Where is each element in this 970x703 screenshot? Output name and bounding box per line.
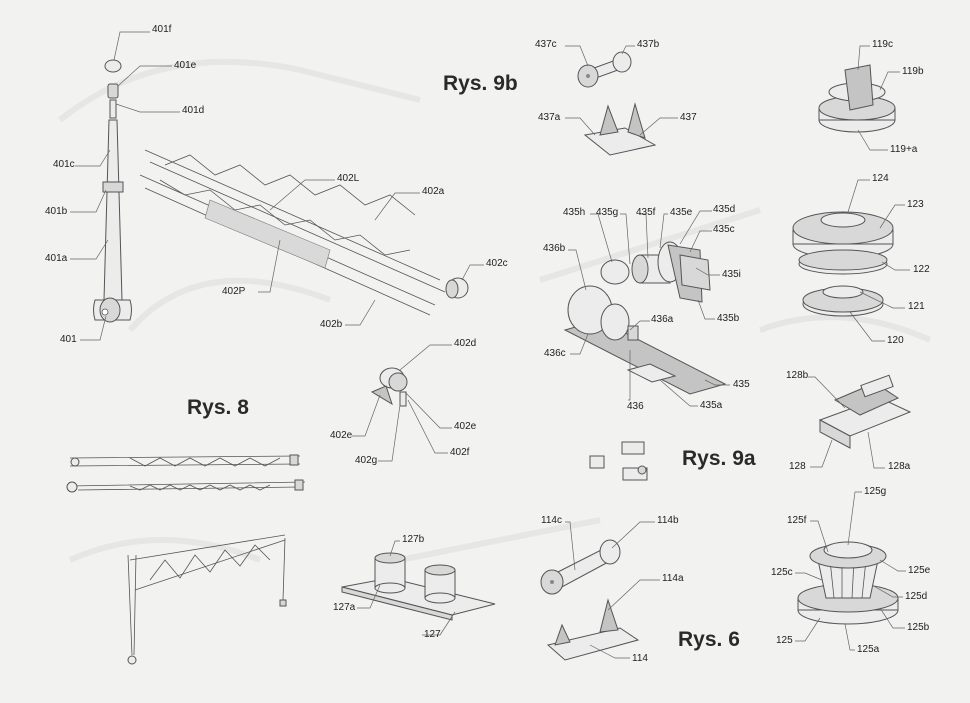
crane-assembly — [127, 534, 287, 665]
label-402e-right: 402e — [454, 421, 477, 432]
figure-title-rys-9a: Rys. 9a — [682, 447, 756, 470]
label-402a: 402a — [422, 186, 445, 197]
label-435h: 435h — [563, 207, 586, 218]
label-435i: 435i — [722, 269, 741, 280]
label-402b: 402b — [320, 319, 343, 330]
part-437-stand — [583, 102, 657, 156]
label-435: 435 — [733, 379, 750, 390]
label-437: 437 — [680, 112, 697, 123]
label-119-a: 119+a — [890, 144, 918, 155]
figure-title-rys-9b: Rys. 9b — [443, 72, 518, 95]
label-114c: 114c — [541, 515, 562, 526]
part-114-drum — [540, 539, 621, 595]
label-401f: 401f — [152, 24, 172, 35]
label-125c: 125c — [771, 567, 793, 578]
label-125b: 125b — [907, 622, 930, 633]
label-114: 114 — [632, 653, 648, 664]
label-402f: 402f — [450, 447, 470, 458]
part-120-121-discs — [802, 285, 884, 317]
label-435b: 435b — [717, 313, 740, 324]
label-437a: 437a — [538, 112, 561, 123]
part-402-jib — [139, 149, 469, 316]
label-114a: 114a — [662, 573, 684, 584]
label-401c: 401c — [53, 159, 75, 170]
label-119c: 119c — [872, 39, 893, 50]
label-127b: 127b — [402, 534, 425, 545]
label-125: 125 — [776, 635, 793, 646]
label-401e: 401e — [174, 60, 197, 71]
label-436: 436 — [627, 401, 644, 412]
label-128b: 128b — [786, 370, 809, 381]
label-435c: 435c — [713, 224, 735, 235]
label-402g: 402g — [355, 455, 378, 466]
label-435e: 435e — [670, 207, 693, 218]
label-402L: 402L — [337, 173, 360, 184]
part-123-124-discs — [792, 211, 894, 259]
part-402-pulley — [370, 367, 408, 407]
label-401b: 401b — [45, 206, 68, 217]
label-401: 401 — [60, 334, 77, 345]
label-436c: 436c — [544, 348, 566, 359]
label-127a: 127a — [333, 602, 356, 613]
figure-title-rys-6: Rys. 6 — [678, 628, 740, 651]
label-402c: 402c — [486, 258, 508, 269]
part-114-stand — [546, 598, 640, 661]
label-123: 123 — [907, 199, 924, 210]
leader-lines — [70, 31, 910, 659]
label-114b: 114b — [657, 515, 679, 526]
label-121: 121 — [908, 301, 925, 312]
label-436a: 436a — [651, 314, 674, 325]
figure-title-rys-8: Rys. 8 — [187, 396, 249, 419]
label-402e-left: 402e — [330, 430, 353, 441]
rys8-side-trusses — [66, 454, 306, 493]
label-435d: 435d — [713, 204, 736, 215]
part-437-drum — [577, 51, 632, 88]
part-125-capstan — [797, 541, 899, 625]
label-124: 124 — [872, 173, 889, 184]
label-402P: 402P — [222, 286, 246, 297]
part-436-base — [563, 285, 727, 395]
label-125d: 125d — [905, 591, 928, 602]
label-437c: 437c — [535, 39, 557, 50]
label-120: 120 — [887, 335, 904, 346]
label-128a: 128a — [888, 461, 911, 472]
label-125g: 125g — [864, 486, 887, 497]
label-122: 122 — [913, 264, 930, 275]
label-402d: 402d — [454, 338, 477, 349]
part-435-winch — [600, 241, 711, 303]
label-436b: 436b — [543, 243, 566, 254]
label-437b: 437b — [637, 39, 660, 50]
label-119b: 119b — [902, 66, 924, 77]
part-119-cap — [818, 64, 896, 133]
label-435g: 435g — [596, 207, 619, 218]
small-clamps — [589, 441, 648, 481]
label-127: 127 — [424, 629, 441, 640]
part-401-mast — [93, 59, 132, 323]
label-435a: 435a — [700, 400, 723, 411]
part-128-fairlead — [818, 374, 912, 449]
part-122-disc — [798, 249, 888, 275]
label-125f: 125f — [787, 515, 807, 526]
label-401d: 401d — [182, 105, 205, 116]
label-435f: 435f — [636, 207, 656, 218]
label-125e: 125e — [908, 565, 931, 576]
label-125a: 125a — [857, 644, 880, 655]
background-ghost-lines — [58, 58, 932, 563]
label-401a: 401a — [45, 253, 68, 264]
part-127-bollards — [341, 552, 496, 621]
label-128: 128 — [789, 461, 806, 472]
